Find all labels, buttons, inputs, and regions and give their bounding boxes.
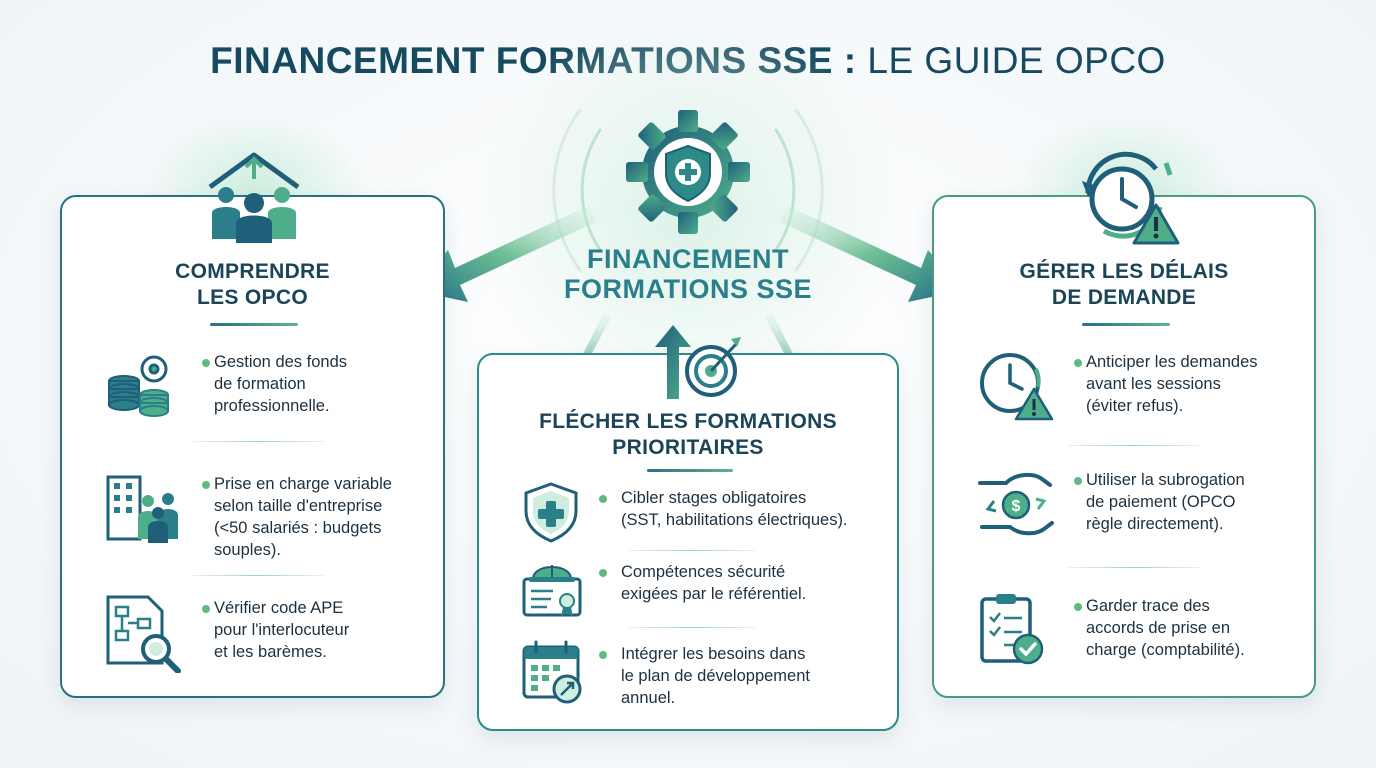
- helmet-certificate-icon: [522, 565, 582, 617]
- document-search-icon: [106, 595, 181, 673]
- card-center-divider-2: [629, 627, 755, 628]
- card-right-divider-2: [1068, 567, 1200, 568]
- card-left-divider-2: [192, 575, 324, 576]
- gear-shield-icon: [626, 110, 750, 234]
- card-gerer-delais: GÉRER LES DÉLAIS DE DEMANDE Anticiper le…: [932, 151, 1316, 698]
- card-flecher-formations: FLÉCHER LES FORMATIONS PRIORITAIRES Cibl…: [477, 325, 899, 731]
- card-left-divider-1: [192, 441, 324, 442]
- card-right-title: GÉRER LES DÉLAIS DE DEMANDE: [1019, 260, 1229, 309]
- card-right-item-3-text: Garder trace des accords de prise en cha…: [1086, 597, 1245, 659]
- arrow-to-right-card: [780, 205, 964, 302]
- card-center-underline: [647, 469, 733, 472]
- coins-gear-icon: [108, 355, 169, 417]
- card-left-item-2-text: Prise en charge variable selon taille d'…: [214, 475, 392, 559]
- card-center-item-3-text: Intégrer les besoins dans le plan de dév…: [621, 645, 810, 707]
- card-right-item-2-text: Utiliser la subrogation de paiement (OPC…: [1086, 471, 1245, 533]
- clipboard-check-icon: [980, 594, 1044, 665]
- clock-warning-icon-large: [1082, 151, 1180, 245]
- card-right-divider-1: [1068, 445, 1200, 446]
- card-right-underline: [1082, 323, 1170, 326]
- card-left-title: COMPRENDRE LES OPCO: [175, 260, 330, 309]
- card-left-item-1-text: Gestion des fonds de formation professio…: [214, 353, 347, 415]
- card-right-item-1-text: Anticiper les demandes avant les session…: [1086, 353, 1258, 415]
- building-people-icon: [106, 475, 178, 543]
- shield-cross-icon: [524, 482, 578, 543]
- calendar-growth-icon: [522, 640, 582, 704]
- page-title-light: LE GUIDE OPCO: [856, 40, 1166, 81]
- hand-money-icon: $: [978, 472, 1054, 536]
- hub-radiating-rings: [552, 108, 824, 272]
- target-growth-icon: [655, 325, 741, 399]
- card-left-item-3-text: Vérifier code APE pour l'interlocuteur e…: [214, 599, 350, 661]
- card-left-underline: [210, 323, 298, 326]
- house-people-icon: [208, 152, 300, 243]
- hub-label: FINANCEMENT FORMATIONS SSE: [563, 244, 812, 304]
- card-comprendre-opco: COMPRENDRE LES OPCO Gestion des fonds de…: [60, 152, 445, 698]
- arrow-to-left-card: [412, 205, 596, 302]
- card-center-item-2-text: Compétences sécurité exigées par le réfé…: [621, 563, 807, 603]
- svg-text:$: $: [1012, 498, 1021, 515]
- card-center-divider-1: [629, 550, 755, 551]
- clock-warning-icon: [980, 353, 1054, 421]
- card-center-title: FLÉCHER LES FORMATIONS PRIORITAIRES: [539, 410, 837, 459]
- card-center-item-1-text: Cibler stages obligatoires (SST, habilit…: [621, 489, 848, 529]
